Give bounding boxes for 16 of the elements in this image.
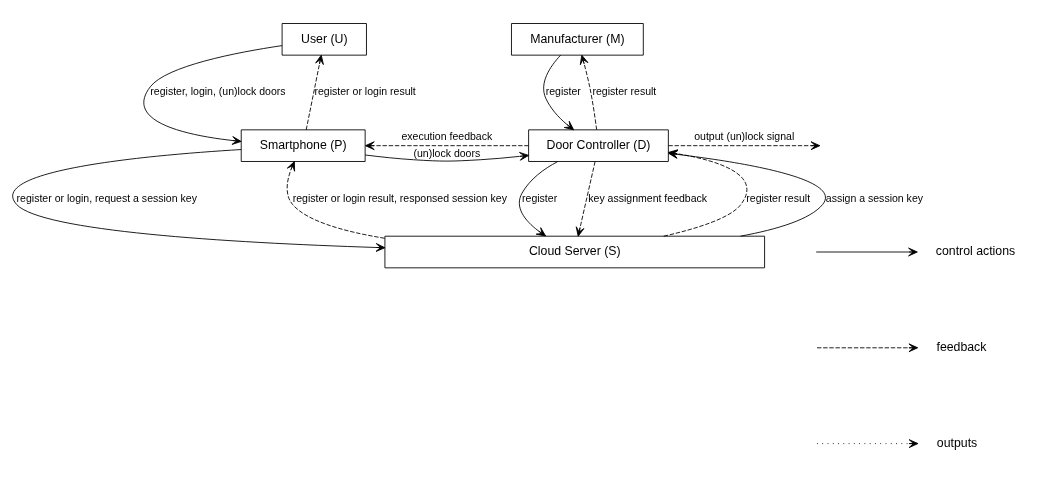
edge-label: execution feedback [401, 130, 493, 143]
legend-label: control actions [935, 244, 1016, 259]
legend-label: outputs [936, 435, 978, 450]
edge-label: output (un)lock signal [694, 130, 795, 143]
edge-label: register [545, 85, 581, 98]
edge-label: register result [746, 191, 811, 204]
edge-label: register result [592, 85, 657, 98]
edge-label: (un)lock doors [413, 146, 481, 159]
edge-label: key assignment feedback [588, 191, 708, 204]
edge-label: register or login result [314, 85, 416, 98]
legend-label: feedback [936, 340, 987, 355]
edge-label: register or login result, responsed session key [292, 191, 507, 204]
edge-label: register [522, 191, 558, 204]
edge-label: assign a session key [825, 191, 924, 204]
edge-label: register or login, request a session key [16, 191, 197, 204]
edge-label: register, login, (un)lock doors [150, 85, 286, 98]
